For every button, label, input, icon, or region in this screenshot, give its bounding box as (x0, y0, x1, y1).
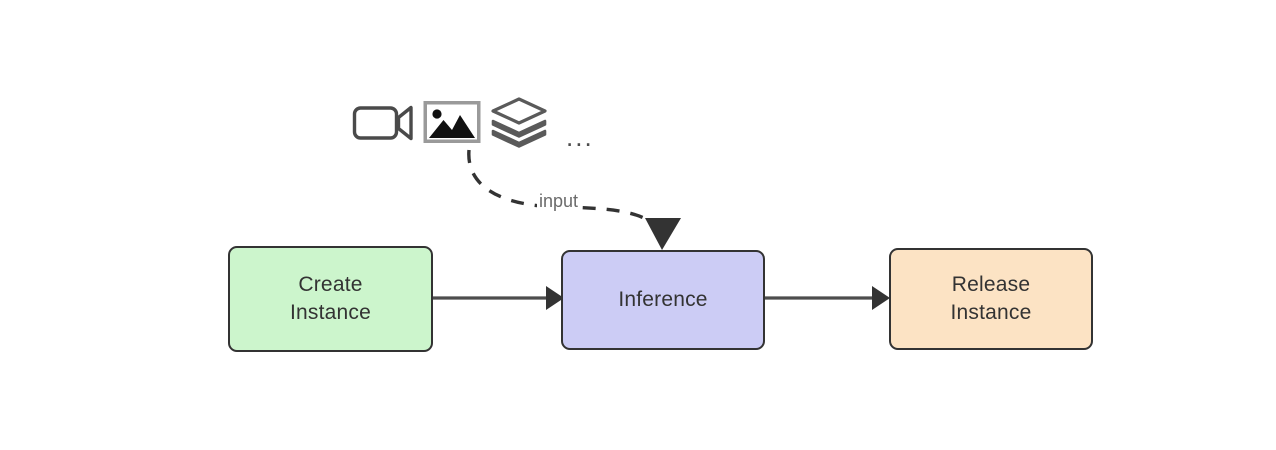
edge-inference-to-release (765, 286, 890, 310)
video-camera-icon (352, 97, 414, 152)
node-release-instance[interactable]: Release Instance (889, 248, 1093, 350)
node-create-instance-label: Create Instance (290, 272, 371, 324)
ellipsis-more-icon: ... (566, 122, 594, 152)
node-create-instance[interactable]: Create Instance (228, 246, 433, 352)
node-release-instance-label: Release Instance (950, 272, 1032, 324)
node-inference-label: Inference (618, 287, 708, 311)
input-sources-icon-strip: ... (352, 92, 594, 156)
edge-create-to-inference (433, 286, 564, 310)
image-picture-icon (422, 97, 482, 152)
layers-stack-icon (490, 96, 548, 153)
edge-label-input: input (537, 191, 581, 213)
node-inference[interactable]: Inference (561, 250, 765, 350)
